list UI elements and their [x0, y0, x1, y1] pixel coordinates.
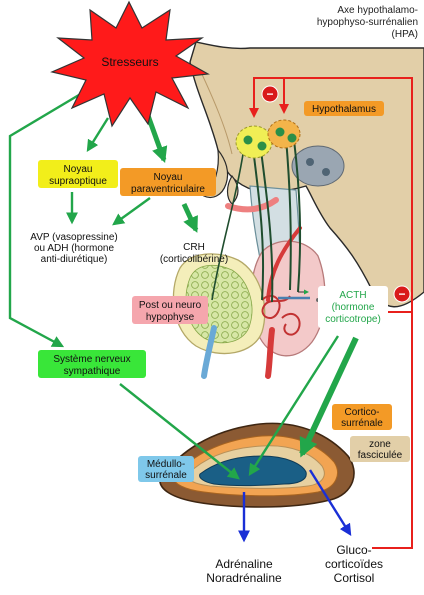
supraoptic-nucleus-cell-b: [257, 141, 267, 151]
supraoptic-nucleus-cell-a: [243, 135, 253, 145]
corticosurrenale-label: Cortico- surrénale: [332, 404, 392, 430]
stressors-label: Stresseurs: [101, 55, 158, 69]
svg-text:Post ou neuro: Post ou neuro: [139, 300, 202, 311]
svg-text:hypophyse: hypophyse: [146, 312, 195, 323]
svg-text:sympathique: sympathique: [64, 366, 121, 377]
svg-text:Médullo-: Médullo-: [147, 459, 185, 470]
svg-text:(corticolibérine): (corticolibérine): [160, 254, 228, 265]
arrow-cortex-to-glucocorticoids: [308, 469, 352, 537]
systeme-nerveux-label: Système nerveux sympathique: [38, 350, 146, 378]
svg-text:surrénale: surrénale: [341, 418, 383, 429]
grey-nucleus-cell-a: [306, 158, 314, 166]
feedback-minus-badge-acth: −: [393, 285, 411, 303]
svg-text:corticotrope): corticotrope): [325, 314, 381, 325]
medullo-label: Médullo- surrénale: [138, 456, 194, 482]
svg-text:Adrénaline: Adrénaline: [215, 557, 273, 571]
arrow-acth-to-cortex-thick: [299, 336, 359, 458]
arrow-stress-to-sympathetic: [8, 84, 95, 348]
crh-label: CRH (corticolibérine): [160, 242, 228, 265]
svg-text:−: −: [266, 87, 273, 101]
svg-text:Noradrénaline: Noradrénaline: [206, 571, 282, 585]
glucocorticoides-label: Gluco- corticoïdes Cortisol: [325, 543, 383, 585]
svg-text:hypophyso-surrénalien: hypophyso-surrénalien: [317, 17, 418, 28]
zone-fasciculee-label: zone fasciculée: [350, 436, 410, 462]
svg-text:ou ADH (hormone: ou ADH (hormone: [34, 243, 114, 254]
svg-text:−: −: [398, 287, 405, 301]
grey-nucleus-cell-b: [322, 168, 330, 176]
arrow-stress-to-supraoptic: [86, 117, 110, 153]
arrow-sympathetic-to-medulla: [119, 383, 240, 480]
svg-text:Noyau: Noyau: [64, 164, 93, 175]
svg-text:Cortisol: Cortisol: [334, 571, 375, 585]
grey-nucleus: [291, 145, 345, 187]
svg-text:(hormone: (hormone: [332, 302, 375, 313]
noyau-supraoptique-label: Noyau supraoptique: [38, 160, 118, 188]
paraventricular-nucleus-cell-b: [287, 133, 297, 143]
svg-text:Axe hypothalamo-: Axe hypothalamo-: [337, 5, 418, 16]
adrenaline-label: Adrénaline Noradrénaline: [206, 557, 282, 585]
artery-red: [265, 327, 275, 379]
svg-text:surrénale: surrénale: [145, 470, 187, 481]
supraoptic-nucleus-shape: [235, 125, 273, 159]
capillary-plexus-2: [281, 312, 301, 336]
svg-text:fasciculée: fasciculée: [358, 450, 403, 461]
paraventricular-nucleus-cell-a: [275, 127, 285, 137]
noyau-paraventriculaire-label: Noyau paraventriculaire: [120, 168, 216, 196]
neuron-tract-e: [211, 147, 245, 301]
vein-blue: [201, 325, 217, 379]
svg-text:corticoïdes: corticoïdes: [325, 557, 383, 571]
title-hpa-axis: Axe hypothalamo- hypophyso-surrénalien (…: [317, 5, 418, 40]
arrow-paraventricular-to-crh: [181, 202, 199, 233]
stressors-burst: [50, 0, 210, 128]
hypothalamus-inner-contour: [199, 69, 233, 155]
feedback-minus-badge-hypothalamus: −: [261, 85, 279, 103]
svg-text:(HPA): (HPA): [392, 29, 418, 40]
svg-text:AVP (vasopressine): AVP (vasopressine): [30, 232, 117, 243]
post-hypophyse-label: Post ou neuro hypophyse: [132, 296, 208, 324]
feedback-loop: [249, 77, 413, 549]
svg-text:Système nerveux: Système nerveux: [53, 354, 130, 365]
svg-text:anti-diurétique): anti-diurétique): [41, 254, 108, 265]
avp-label: AVP (vasopressine) ou ADH (hormone anti-…: [30, 232, 117, 265]
acth-label: ACTH (hormone corticotrope): [318, 286, 388, 328]
svg-text:supraoptique: supraoptique: [49, 176, 107, 187]
svg-text:CRH: CRH: [183, 242, 205, 253]
svg-text:Noyau: Noyau: [154, 172, 183, 183]
svg-text:ACTH: ACTH: [339, 290, 366, 301]
neuron-tract-c: [285, 137, 292, 291]
hypothalamus-label: Hypothalamus: [304, 101, 384, 116]
arrow-acth-to-cortex-thin: [248, 335, 340, 477]
neuron-tract-d: [293, 139, 302, 293]
svg-text:Hypothalamus: Hypothalamus: [312, 104, 376, 115]
svg-text:zone: zone: [369, 439, 391, 450]
portal-vessel: [266, 226, 302, 302]
arrow-paraventricular-to-avp: [112, 197, 151, 226]
svg-text:Gluco-: Gluco-: [336, 543, 371, 557]
svg-text:paraventriculaire: paraventriculaire: [131, 184, 205, 195]
svg-text:Cortico-: Cortico-: [344, 407, 379, 418]
neuron-tract-b: [259, 141, 274, 303]
capillary-plexus: [261, 294, 291, 319]
